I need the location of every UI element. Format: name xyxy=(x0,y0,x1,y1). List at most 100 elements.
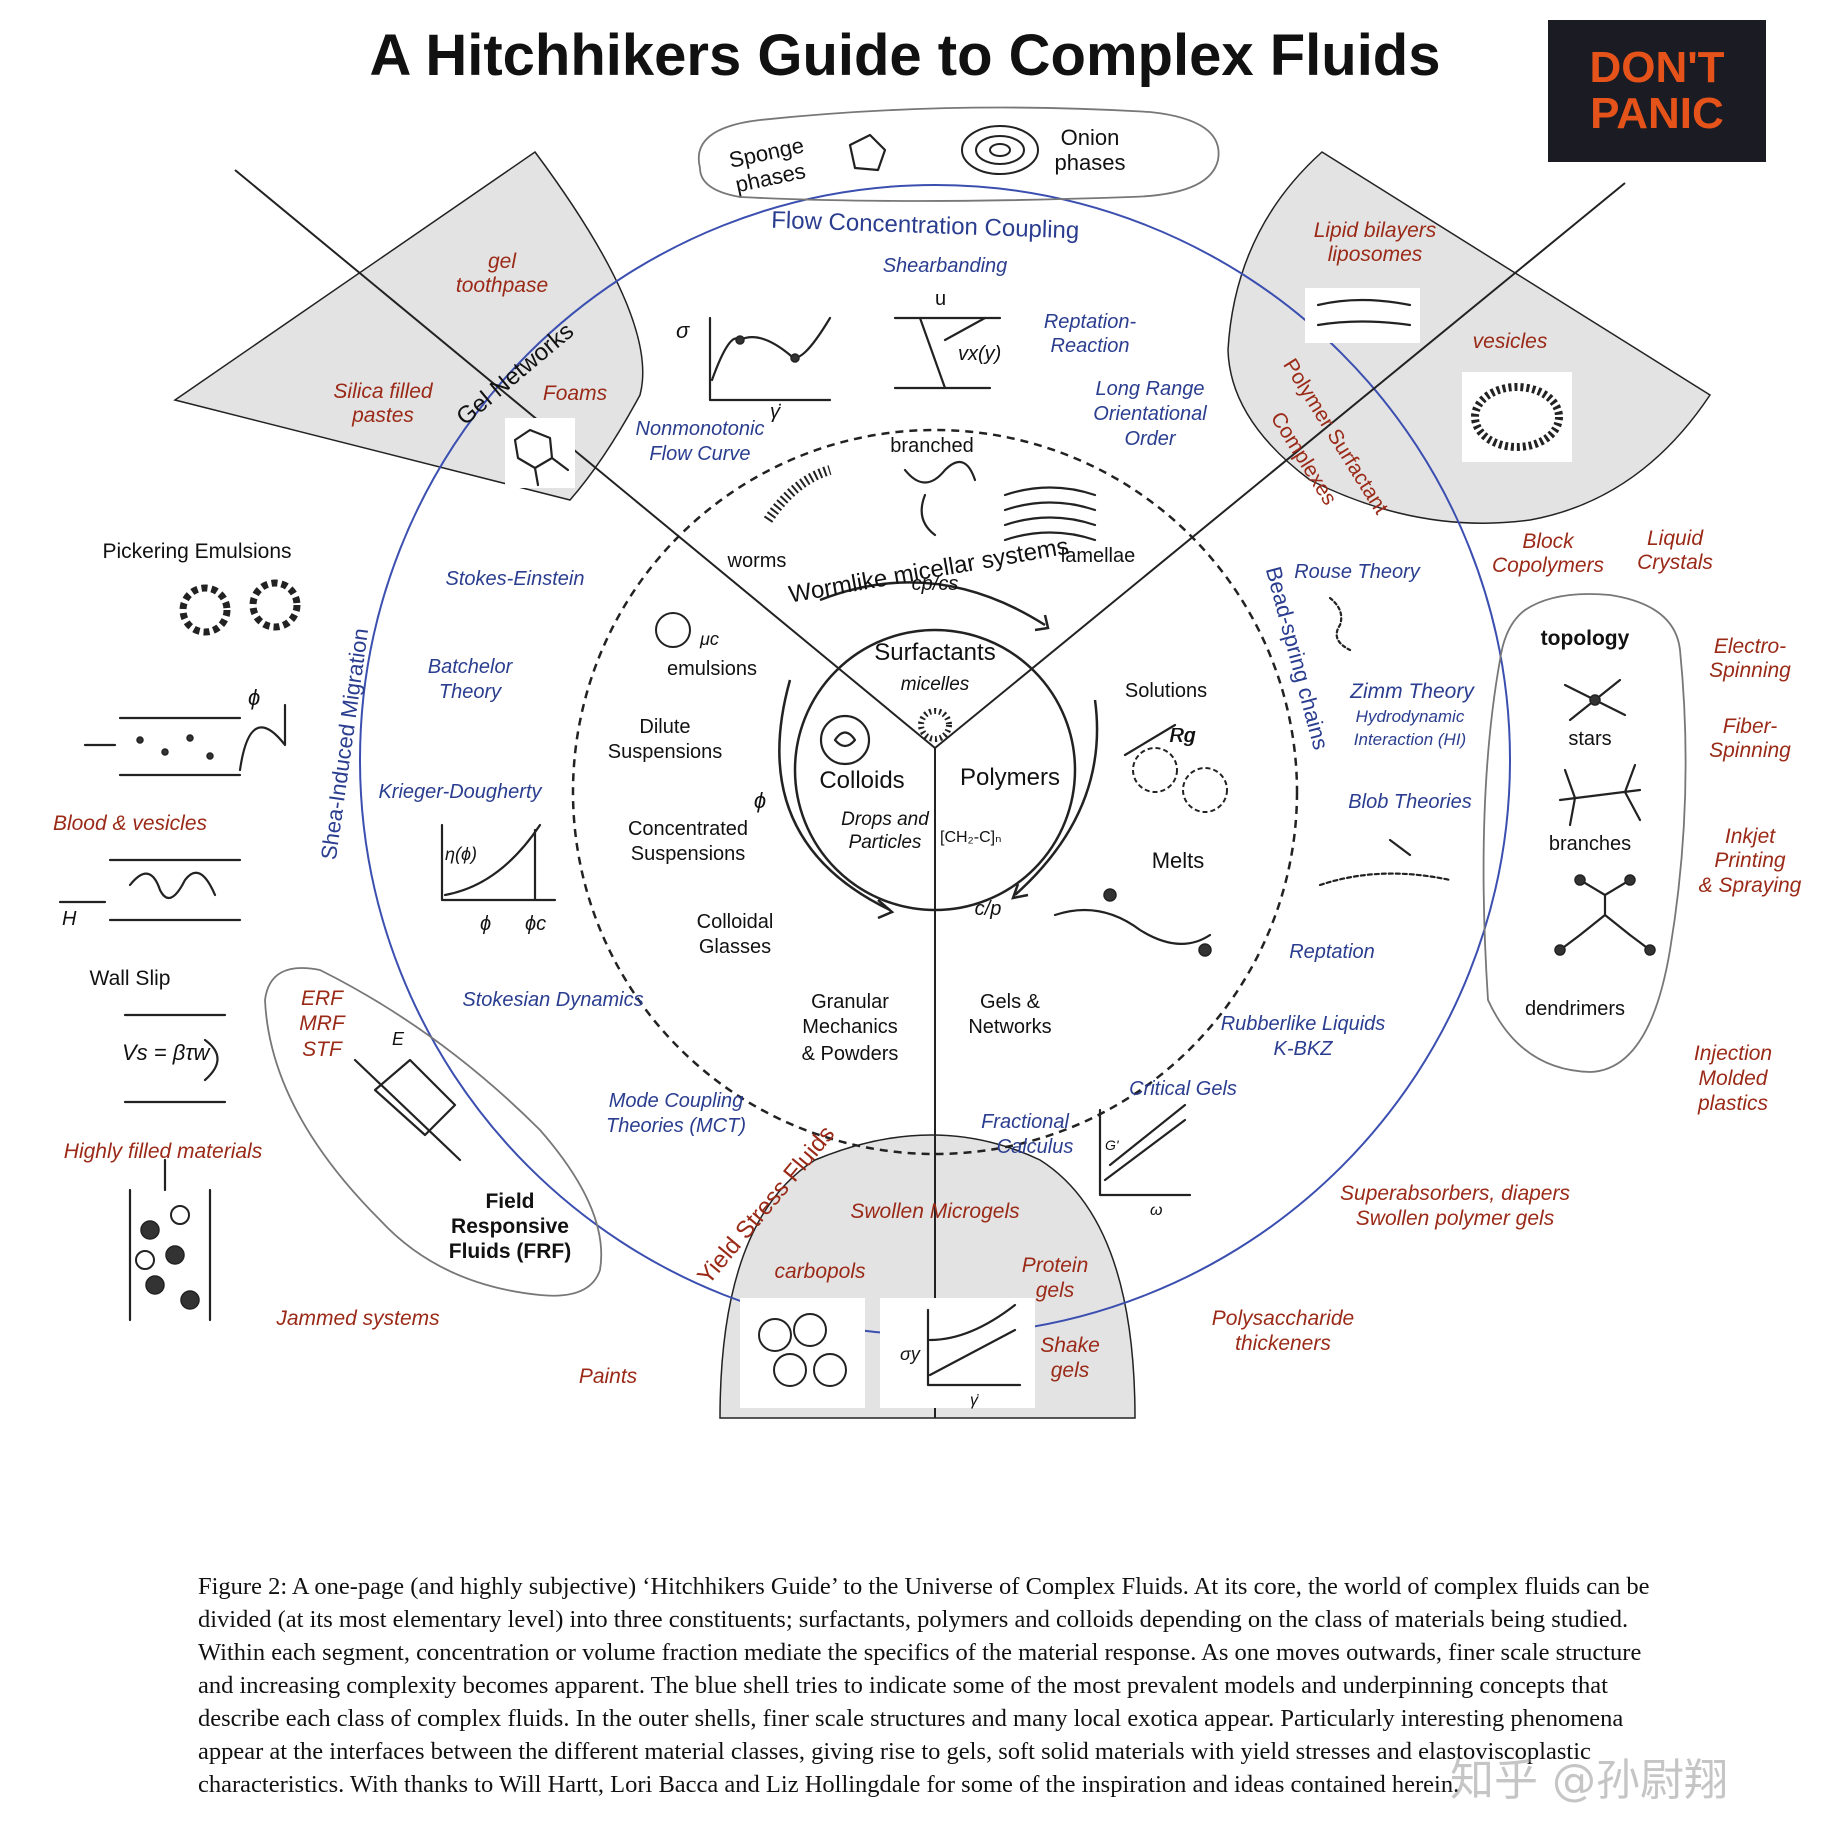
middle-ring xyxy=(571,428,1299,1156)
label-rg: Rg xyxy=(1169,725,1195,747)
label-inkjet-1: Inkjet xyxy=(1725,825,1776,848)
label-frf-3: Fluids (FRF) xyxy=(449,1240,571,1263)
sketch-worms xyxy=(763,465,832,523)
label-nonmonotonic-1: Nonmonotonic xyxy=(636,418,765,440)
label-hydrodynamic-1: Hydrodynamic xyxy=(1356,707,1465,726)
label-shake-gels-1: Shake xyxy=(1040,1334,1100,1357)
label-vesicles: vesicles xyxy=(1473,330,1548,353)
topology-bubble xyxy=(1482,593,1687,1073)
label-long-range-2: Orientational xyxy=(1093,403,1207,425)
svg-text:Rg: Rg xyxy=(1170,725,1196,747)
svg-text:ϕc: ϕc xyxy=(525,913,546,935)
svg-text:G': G' xyxy=(1105,1137,1120,1153)
label-rubberlike-2: K-BKZ xyxy=(1274,1038,1334,1060)
watermark: 知乎 @孙尉翔 xyxy=(1450,1755,1728,1806)
label-stokes-einstein: Stokes-Einstein xyxy=(446,568,585,590)
sketch-rouse-chain xyxy=(1328,596,1352,652)
label-nonmonotonic-2: Flow Curve xyxy=(649,443,750,465)
sketch-pickering xyxy=(179,579,301,636)
sketch-reptation-tube xyxy=(1318,838,1452,887)
sketch-carbopol-particles xyxy=(740,1298,865,1408)
sketch-star xyxy=(1563,678,1627,722)
label-liquid-crystals-1: Liquid xyxy=(1647,527,1704,550)
label-block-copolymers-1: Block xyxy=(1522,530,1575,553)
label-erf: ERF xyxy=(301,987,344,1010)
svg-text:[CH₂-C]ₙ: [CH₂-C]ₙ xyxy=(940,829,1001,846)
label-onion-2: phases xyxy=(1055,150,1126,175)
label-injection-1: Injection xyxy=(1694,1042,1772,1065)
label-long-range-1: Long Range xyxy=(1096,378,1205,400)
label-pickering: Pickering Emulsions xyxy=(102,540,291,563)
label-inkjet-2: Printing xyxy=(1714,849,1786,872)
core-colloids: Colloids xyxy=(819,767,904,794)
sketch-foams xyxy=(505,418,575,488)
sector-polymer-surfactant xyxy=(1227,151,1712,524)
label-granular-3: & Powders xyxy=(802,1043,899,1065)
core-drops-particles-1: Drops and xyxy=(841,809,930,830)
label-stf: STF xyxy=(302,1038,343,1061)
svg-text:vx(y): vx(y) xyxy=(958,343,1001,365)
label-dendrimers: dendrimers xyxy=(1525,998,1625,1020)
label-granular-2: Mechanics xyxy=(802,1016,898,1038)
label-rubberlike-1: Rubberlike Liquids xyxy=(1221,1013,1386,1035)
core-c-p: c/p xyxy=(975,898,1002,920)
label-frf-1: Field xyxy=(485,1190,534,1213)
sketch-krieger: η(ϕ) ϕ ϕc xyxy=(440,823,557,935)
sketch-polymer-coils: Rg xyxy=(1123,723,1228,813)
label-gel-toothpaste-1: gel xyxy=(488,250,517,273)
label-fiber-1: Fiber- xyxy=(1723,715,1777,738)
label-foams: Foams xyxy=(543,382,608,405)
label-krieger: Krieger-Dougherty xyxy=(378,781,542,803)
core-arrows xyxy=(778,581,1099,920)
svg-text:H: H xyxy=(62,908,77,930)
dont-panic-badge: DON'T PANIC xyxy=(1548,20,1766,162)
sketch-colloid-particle xyxy=(819,714,871,766)
label-block-copolymers-2: Copolymers xyxy=(1492,554,1605,577)
svg-text:γ̇: γ̇ xyxy=(970,1392,979,1409)
label-paints: Paints xyxy=(579,1365,638,1388)
svg-text:ϕ: ϕ xyxy=(480,913,491,935)
sketch-vesicle xyxy=(1462,372,1572,462)
label-silica-1: Silica filled xyxy=(333,380,434,403)
sketch-frf-device: E xyxy=(353,1029,462,1162)
svg-text:E: E xyxy=(392,1029,405,1049)
label-long-range-3: Order xyxy=(1124,428,1176,450)
svg-text:Vs = βτw: Vs = βτw xyxy=(122,1040,212,1065)
label-dilute-1: Dilute xyxy=(639,716,690,738)
label-lipid-1: Lipid bilayers xyxy=(1314,219,1437,242)
sketch-shearbanding: u vx(y) xyxy=(893,288,1001,390)
label-electro-1: Electro- xyxy=(1714,635,1786,658)
sketch-micelle xyxy=(918,708,952,742)
label-shearbanding: Shearbanding xyxy=(883,255,1008,277)
complex-fluids-diagram: σ γ̇ u vx(y) ϕ H Vs = βτw xyxy=(53,106,1802,1419)
label-lamellae: lamellae xyxy=(1061,545,1135,567)
svg-text:ω: ω xyxy=(1150,1202,1162,1219)
label-liquid-crystals-2: Crystals xyxy=(1637,551,1713,574)
label-fractional-2: Calculus xyxy=(997,1136,1074,1158)
sketch-polymer-formula: [CH₂-C]ₙ xyxy=(940,829,1001,846)
core-micelles: micelles xyxy=(901,674,970,695)
label-solutions: Solutions xyxy=(1125,680,1207,702)
label-concentrated-1: Concentrated xyxy=(628,818,748,840)
label-hydrodynamic-2: Interaction (HI) xyxy=(1354,730,1466,749)
label-batchelor-2: Theory xyxy=(439,681,502,703)
label-wall-slip: Wall Slip xyxy=(90,967,171,990)
label-mode-coupling-2: Theories (MCT) xyxy=(606,1115,746,1137)
label-branched: branched xyxy=(890,435,973,457)
label-dilute-2: Suspensions xyxy=(608,741,723,763)
label-stokesian: Stokesian Dynamics xyxy=(462,989,643,1011)
label-stars: stars xyxy=(1568,728,1611,750)
label-rouse: Rouse Theory xyxy=(1294,561,1421,583)
label-jammed: Jammed systems xyxy=(275,1307,440,1330)
label-concentrated-2: Suspensions xyxy=(631,843,746,865)
sketch-branches xyxy=(1558,763,1642,827)
sketch-lamellae xyxy=(1003,486,1097,542)
label-swollen-microgels: Swollen Microgels xyxy=(850,1200,1020,1223)
label-highly-filled: Highly filled materials xyxy=(64,1140,263,1163)
label-wormlike: Wormlike micellar systems xyxy=(787,533,1071,609)
label-colloidal-glasses-2: Glasses xyxy=(699,936,771,958)
label-batchelor-1: Batchelor xyxy=(428,656,514,678)
label-gels-networks-2: Networks xyxy=(968,1016,1051,1038)
label-carbopols: carbopols xyxy=(774,1260,866,1283)
figure-caption: Figure 2: A one-page (and highly subject… xyxy=(198,1573,1650,1798)
